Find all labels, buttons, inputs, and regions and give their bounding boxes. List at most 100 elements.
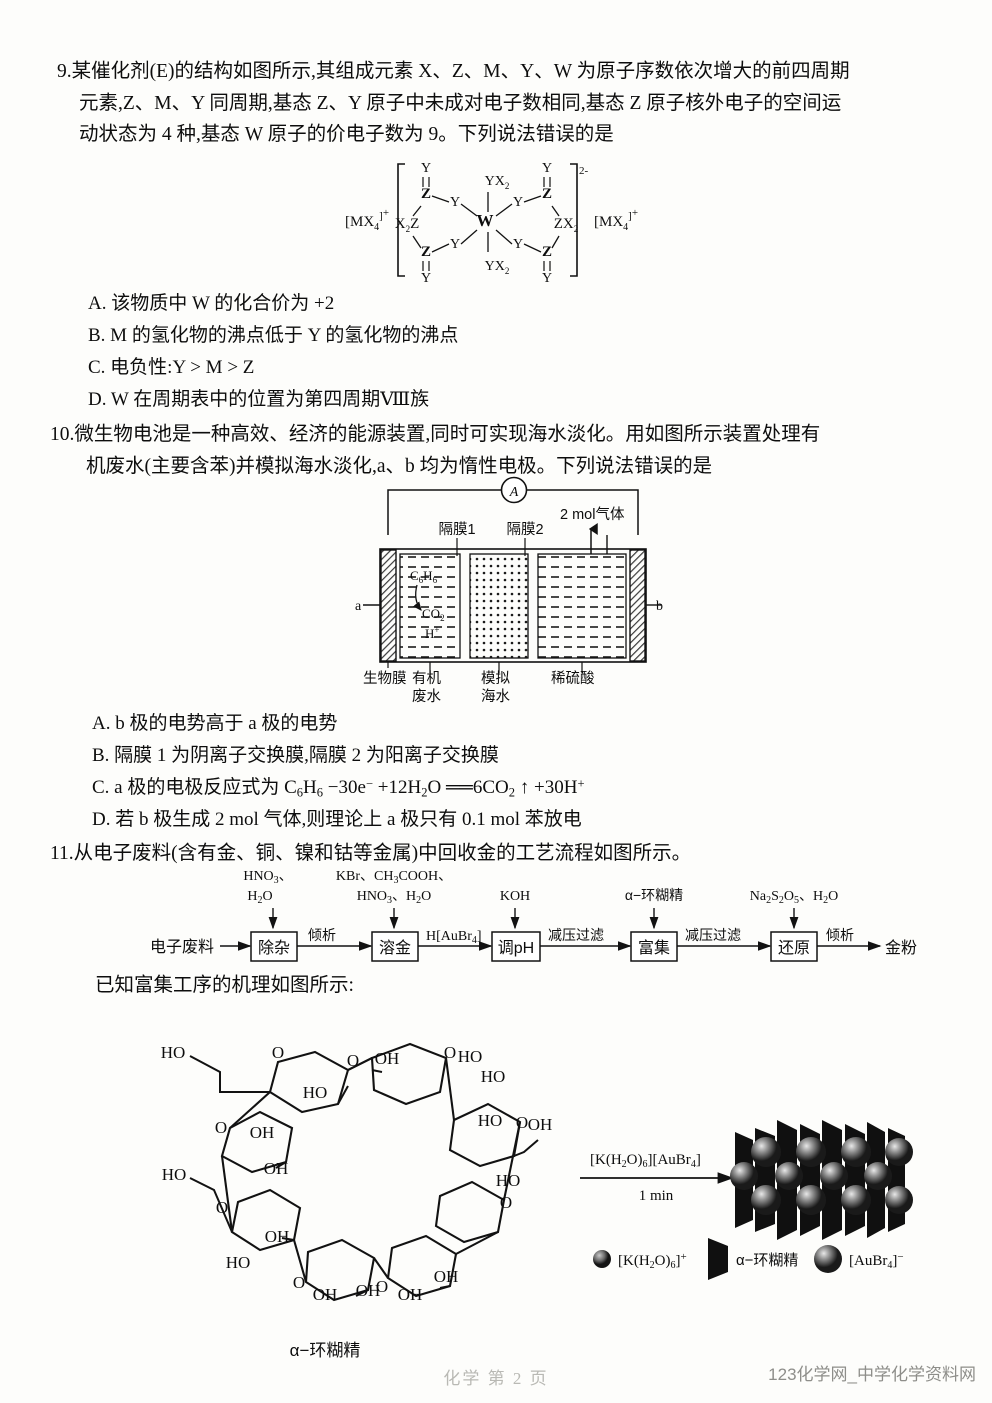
q11-reagent-4: α−环糊精 — [625, 887, 683, 903]
question-9-line-1: 某催化剂(E)的结构如图所示,其组成元素 X、Z、M、Y、W 为原子序数依次增大… — [71, 61, 850, 82]
question-9-options: A. 该物质中 W 的化合价为 +2 B. M 的氢化物的沸点低于 Y 的氢化物… — [88, 288, 458, 416]
legend-label-potassium: [K(H2O)6]+ — [618, 1251, 687, 1271]
q9-node-z-bl: Z — [421, 244, 431, 260]
q10-option-a[interactable]: A. b 极的电势高于 a 极的电势 — [92, 713, 338, 734]
q10-species-benzene: C6H6 — [410, 568, 438, 585]
svg-text:O: O — [215, 1118, 227, 1137]
svg-text:HO: HO — [303, 1083, 328, 1102]
q9-terminal-y-bl: Y — [421, 271, 431, 286]
cyclodextrin-hydroxyls: HO OH HO HO HO OH HO OH OH HO HO OH — [161, 1043, 553, 1304]
svg-text:HO: HO — [458, 1047, 483, 1066]
svg-text:OH: OH — [398, 1285, 423, 1304]
q11-box-2-label: 溶金 — [379, 939, 411, 957]
svg-text:OH: OH — [265, 1227, 290, 1246]
q9-option-c[interactable]: C. 电负性:Y > M > Z — [88, 356, 255, 378]
q11-reagent-2-line1: KBr、CH3COOH、 — [336, 869, 452, 886]
q10-cell-diagram: A 2 mol气体 隔膜1 隔膜2 C6H6 CO2 H+ — [355, 472, 665, 705]
svg-text:OH: OH — [313, 1285, 338, 1304]
legend-large-sphere-icon — [814, 1245, 842, 1273]
svg-text:O: O — [500, 1193, 512, 1212]
q9-right-counterion: [MX4]+ — [594, 207, 638, 233]
question-10-line-2: 机废水(主要含苯)并模拟海水淡化,a、b 均为惰性电极。下列说法错误的是 — [86, 455, 713, 477]
q11-box-3-label: 调pH — [498, 939, 534, 957]
q9-terminal-y-br: Y — [542, 271, 552, 286]
q11-mechanism-figure: O O O O O O O O O HO OH HO — [110, 1000, 913, 1370]
q11-flow-end: 金粉 — [885, 939, 917, 957]
q9-node-z-tl: Z — [421, 186, 431, 202]
q11-flow-label-3: 减压过滤 — [548, 927, 604, 943]
cyclodextrin-name: α−环糊精 — [290, 1341, 361, 1360]
question-9-line-2: 元素,Z、M、Y 同周期,基态 Z、Y 原子中未成对电子数相同,基态 Z 原子核… — [79, 92, 842, 114]
q10-electrode-b-label: b — [656, 599, 663, 614]
svg-text:O: O — [516, 1113, 528, 1132]
q11-reagent-1-line2: H2O — [247, 889, 272, 906]
q10-gas-label: 2 mol气体 — [560, 506, 625, 523]
legend-label-aubr4: [AuBr4]− — [849, 1251, 904, 1271]
q10-option-c[interactable]: C. a 极的电极反应式为 C6H6 −30e− +12H2O ══6CO2 ↑… — [92, 776, 585, 800]
q10-label-biofilm: 生物膜 — [363, 670, 407, 687]
svg-text:HO: HO — [162, 1165, 187, 1184]
q10-option-b[interactable]: B. 隔膜 1 为阴离子交换膜,隔膜 2 为阳离子交换膜 — [92, 744, 499, 766]
chamber-simulated-seawater — [469, 553, 529, 659]
svg-text:OH: OH — [434, 1267, 459, 1286]
svg-text:HO: HO — [481, 1067, 506, 1086]
q9-bridge-y-tl: Y — [450, 195, 460, 210]
q9-side-group-left: X2Z — [395, 216, 420, 234]
svg-text:O: O — [347, 1051, 359, 1070]
legend-label-cyclodextrin: α−环糊精 — [736, 1252, 798, 1269]
q10-label-wastewater-2: 废水 — [412, 688, 441, 705]
q10-label-sulfuric-acid: 稀硫酸 — [551, 670, 595, 687]
q10-meter-label: A — [509, 485, 519, 500]
q11-flow-label-4: 减压过滤 — [685, 927, 741, 943]
cyclodextrin-ring-oxygens: O O O O O O O O O — [215, 1043, 528, 1296]
q9-axial-bottom: YX2 — [485, 259, 510, 276]
mechanism-legend: [K(H2O)6]+ α−环糊精 [AuBr4]− — [593, 1238, 904, 1280]
svg-text:O: O — [293, 1273, 305, 1292]
mechanism-arrow-bottom: 1 min — [639, 1188, 674, 1204]
q9-bridge-y-tr: Y — [513, 195, 523, 210]
q9-bracket-charge: 2- — [579, 165, 589, 177]
q9-node-z-tr: Z — [542, 186, 552, 202]
question-10-number: 10. — [50, 424, 75, 445]
q11-flow-label-1: 倾析 — [308, 927, 336, 943]
legend-small-sphere-icon — [593, 1250, 611, 1268]
q10-electrode-a-label: a — [355, 599, 362, 614]
q11-reagent-5: Na2S2O5、H2O — [750, 889, 839, 906]
legend-cone-icon — [708, 1238, 728, 1280]
svg-text:OH: OH — [375, 1049, 400, 1068]
q10-membrane-1-label: 隔膜1 — [438, 521, 475, 538]
q11-flow-label-5: 倾析 — [826, 927, 854, 943]
svg-text:HO: HO — [496, 1171, 521, 1190]
q9-structure-figure: [MX4]+ 2- W YX2 YX2 Y Y Y Y Z Z Z Z — [345, 158, 638, 288]
question-11-stem: 11.从电子废料(含有金、铜、镍和钴等金属)中回收金的工艺流程如图所示。 — [50, 838, 955, 870]
q9-terminal-y-tr: Y — [542, 161, 552, 176]
q9-option-a[interactable]: A. 该物质中 W 的化合价为 +2 — [88, 293, 335, 314]
q9-option-b[interactable]: B. M 的氢化物的沸点低于 Y 的氢化物的沸点 — [88, 324, 459, 346]
svg-text:OH: OH — [250, 1123, 275, 1142]
q11-flow-start: 电子废料 — [150, 938, 214, 956]
svg-text:O: O — [272, 1043, 284, 1062]
q11-reagent-3: KOH — [500, 889, 530, 904]
ammeter-icon — [500, 476, 528, 504]
question-10-options: A. b 极的电势高于 a 极的电势 B. 隔膜 1 为阴离子交换膜,隔膜 2 … — [92, 708, 585, 836]
question-11-line-1: 从电子废料(含有金、铜、镍和钴等金属)中回收金的工艺流程如图所示。 — [73, 843, 692, 864]
question-11-number: 11. — [50, 843, 74, 864]
question-10-stem: 10.微生物电池是一种高效、经济的能源装置,同时可实现海水淡化。用如图所示装置处… — [50, 419, 955, 482]
q9-side-group-right: ZX2 — [554, 216, 579, 234]
q11-box-4-label: 富集 — [638, 939, 670, 957]
q10-option-d[interactable]: D. 若 b 极生成 2 mol 气体,则理论上 a 极只有 0.1 mol 苯… — [92, 808, 582, 830]
q9-bridge-y-br: Y — [513, 237, 523, 252]
q11-box-2 — [371, 931, 419, 962]
q9-option-d[interactable]: D. W 在周期表中的位置为第四周期Ⅷ族 — [88, 388, 430, 410]
q9-node-z-br: Z — [542, 244, 552, 260]
electrode-a — [380, 549, 397, 662]
q10-membrane-2-label: 隔膜2 — [506, 521, 543, 538]
mechanism-arrow-top: [K(H2O)6][AuBr4] — [590, 1152, 701, 1170]
q11-sub-prompt: 已知富集工序的机理如图所示: — [95, 975, 354, 996]
q11-box-5-label: 还原 — [778, 939, 810, 957]
svg-text:O: O — [444, 1043, 456, 1062]
q9-center-w: W — [477, 211, 494, 230]
q10-label-seawater-1: 模拟 — [481, 670, 510, 687]
q11-flowchart: HNO3、 H2O KBr、CH3COOH、 HNO3、H2O KOH α−环糊… — [150, 864, 940, 969]
